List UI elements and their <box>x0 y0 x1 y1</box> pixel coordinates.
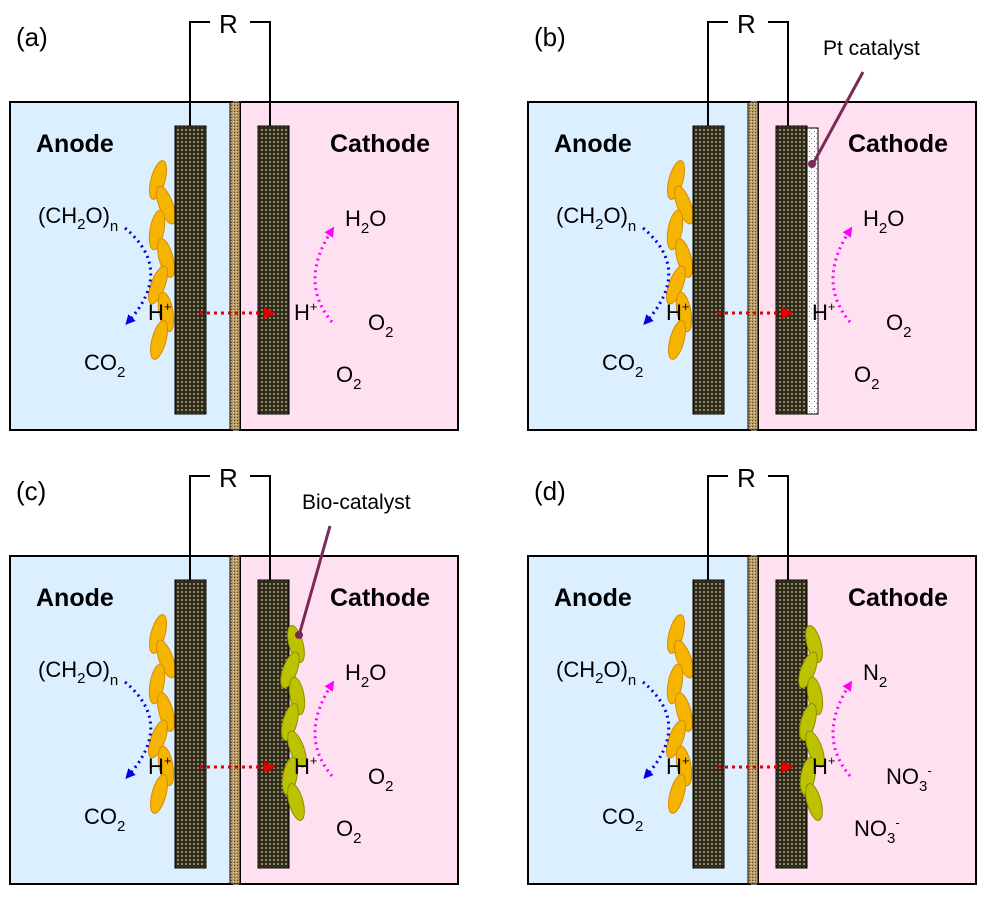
callout-line <box>298 525 332 633</box>
proton-label-cathode: H+ <box>812 299 835 325</box>
wire-right <box>250 475 271 580</box>
anode-label: Anode <box>36 130 114 158</box>
membrane <box>747 101 759 431</box>
anode-electrode <box>692 579 725 869</box>
cathode-label: Cathode <box>848 584 948 612</box>
proton-label-cathode: H+ <box>294 753 317 779</box>
anode-label: Anode <box>554 130 632 158</box>
anode-bacteria <box>666 160 694 360</box>
product-label: H2O <box>863 206 904 237</box>
resistor-label: R <box>737 9 756 39</box>
proton-label-cathode: H+ <box>294 299 317 325</box>
wire-left <box>189 21 210 126</box>
anode-electrode <box>174 125 207 415</box>
membrane <box>229 101 241 431</box>
anode-bacteria <box>666 614 694 814</box>
anode-label: Anode <box>36 584 114 612</box>
substrate-arrow <box>642 226 671 325</box>
wire-left <box>707 475 728 580</box>
substrate-label: (CH2O)n <box>556 657 636 689</box>
wire-right <box>768 475 789 580</box>
proton-label-anode: H+ <box>666 299 689 325</box>
callout-dot <box>808 160 816 168</box>
co2-label: CO2 <box>84 804 125 835</box>
proton-label-anode: H+ <box>666 753 689 779</box>
membrane <box>747 555 759 885</box>
anode-label: Anode <box>554 584 632 612</box>
substrate-label: (CH2O)n <box>38 657 118 689</box>
acceptor-label-2: O2 <box>336 816 361 847</box>
panel-b: (b) R Pt catalyst Anode Cathode (CH2O)n … <box>527 9 977 431</box>
anode-bacteria <box>148 160 176 360</box>
callout-label: Bio-catalyst <box>302 491 411 514</box>
anode-electrode <box>174 579 207 869</box>
product-label: H2O <box>345 660 386 691</box>
cathode-electrode <box>257 125 290 415</box>
acceptor-label-2: NO3- <box>854 815 900 847</box>
substrate-arrow <box>124 680 153 779</box>
wire-right <box>768 21 789 126</box>
pt-catalyst-layer <box>806 127 819 415</box>
callout-dot <box>295 631 303 639</box>
anode-bacteria <box>148 614 176 814</box>
co2-label: CO2 <box>602 804 643 835</box>
panel-label: (a) <box>16 22 48 52</box>
resistor-label: R <box>219 9 238 39</box>
acceptor-label-2: O2 <box>336 362 361 393</box>
wire-left <box>707 21 728 126</box>
panel-d: (d) R Anode Cathode (CH2O)n <box>527 463 977 885</box>
panel-label: (c) <box>16 476 46 506</box>
cathode-label: Cathode <box>330 584 430 612</box>
callout-line <box>812 71 865 163</box>
co2-label: CO2 <box>602 350 643 381</box>
acceptor-label-2: O2 <box>854 362 879 393</box>
product-label: N2 <box>863 660 887 691</box>
proton-label-anode: H+ <box>148 753 171 779</box>
proton-label-anode: H+ <box>148 299 171 325</box>
anode-electrode <box>692 125 725 415</box>
acceptor-label-1: O2 <box>368 310 393 341</box>
membrane <box>229 555 241 885</box>
cathode-electrode <box>775 125 808 415</box>
cathode-bacteria <box>280 625 307 821</box>
cathode-bacteria <box>798 625 825 821</box>
substrate-arrow <box>642 680 671 779</box>
cathode-label: Cathode <box>848 130 948 158</box>
proton-label-cathode: H+ <box>812 753 835 779</box>
cathode-label: Cathode <box>330 130 430 158</box>
callout-label: Pt catalyst <box>823 37 920 60</box>
wire-left <box>189 475 210 580</box>
substrate-label: (CH2O)n <box>38 203 118 235</box>
product-label: H2O <box>345 206 386 237</box>
substrate-label: (CH2O)n <box>556 203 636 235</box>
acceptor-label-1: NO3- <box>886 763 932 795</box>
co2-label: CO2 <box>84 350 125 381</box>
panel-label: (b) <box>534 22 566 52</box>
acceptor-label-1: O2 <box>886 310 911 341</box>
resistor-label: R <box>737 463 756 493</box>
resistor-label: R <box>219 463 238 493</box>
panel-a: (a) R Anode Cathode (CH2O)n H+ CO2 H+ H2… <box>9 9 459 431</box>
wire-right <box>250 21 271 126</box>
acceptor-label-1: O2 <box>368 764 393 795</box>
panel-label: (d) <box>534 476 566 506</box>
substrate-arrow <box>124 226 153 325</box>
panel-c: (c) R Bio-catalyst Anode <box>9 463 459 885</box>
